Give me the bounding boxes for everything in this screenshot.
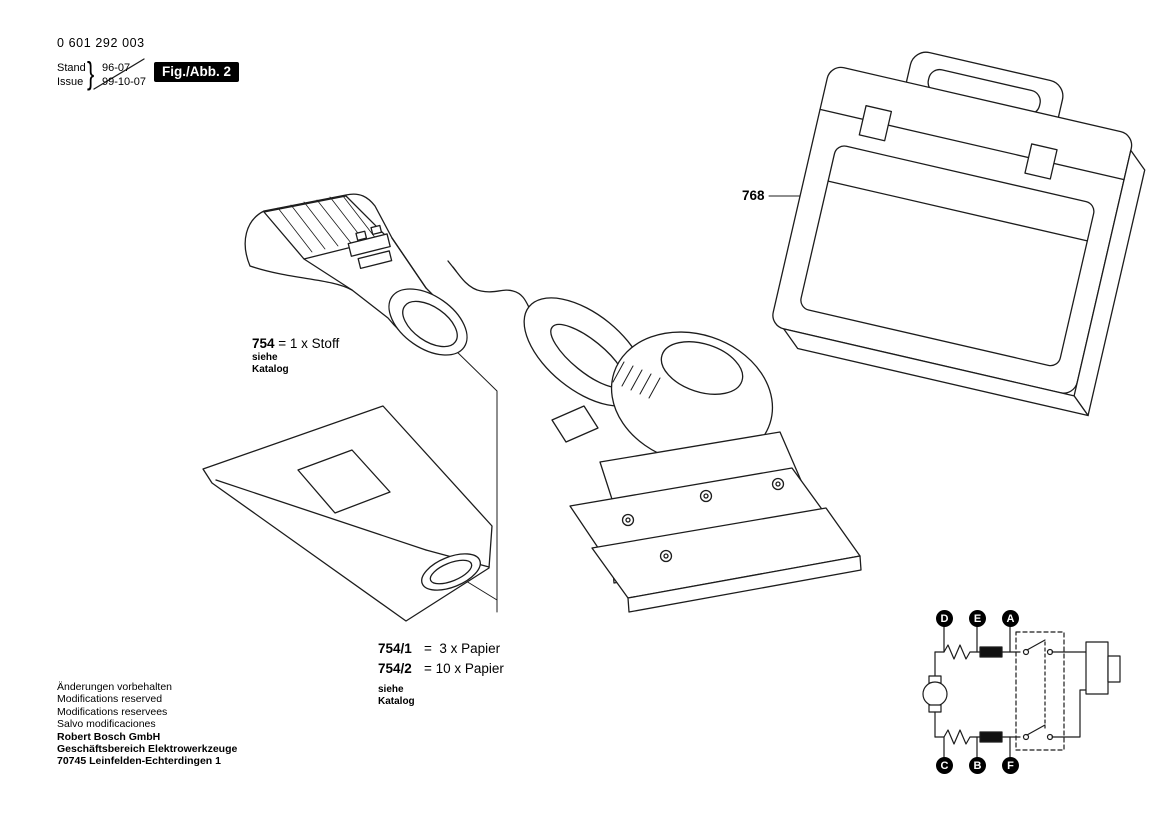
- footer-note: Änderungen vorbehalten: [57, 681, 173, 693]
- cloth-bag-callout: 754 = 1 x Stoff siehe Katalog: [252, 335, 339, 375]
- terminal-d: D: [936, 610, 953, 627]
- issue-label: Issue: [57, 75, 84, 88]
- leader-lines: [451, 195, 802, 613]
- footer-company-line: 70745 Leinfelden-Echterdingen 1: [57, 755, 221, 768]
- revision-brace: }: [87, 56, 95, 92]
- case-latch: [1024, 143, 1058, 180]
- paper-dust-bag-drawing: [202, 405, 493, 622]
- suppressor-bottom: [979, 731, 1003, 743]
- case-ref: 768: [742, 188, 765, 203]
- paper-bag-ref-2: 754/2: [378, 661, 412, 676]
- sanding-pad: [591, 507, 862, 613]
- terminal-a: A: [1002, 610, 1019, 627]
- motor-symbol: [922, 681, 948, 707]
- case-panel: [800, 145, 1095, 367]
- figure-badge: Fig./Abb. 2: [154, 62, 239, 82]
- part-number: 0 601 292 003: [57, 36, 145, 50]
- terminal-c: C: [936, 757, 953, 774]
- paper-bag-desc-1: = 3 x Papier: [424, 641, 501, 656]
- plug-connector: [1085, 641, 1109, 695]
- footer-note: Modifications reservees: [57, 705, 168, 718]
- paper-bag-ref-1: 754/1: [378, 641, 412, 656]
- wiring-diagram: [922, 626, 1121, 758]
- revision-values: 96-07 99-10-07: [102, 62, 146, 89]
- issue-value: 99-10-07: [102, 75, 147, 88]
- switch-box: [1015, 631, 1065, 751]
- resistor-bottom: [934, 729, 981, 745]
- case-bottom: [783, 328, 1089, 417]
- footer-company-line: Robert Bosch GmbH: [57, 730, 161, 743]
- sander-drawing: [447, 260, 862, 613]
- bag-adapter: [347, 224, 393, 270]
- footer-company-line: Geschäftsbereich Elektrowerkzeuge: [57, 743, 238, 756]
- footer-note: Modifications reserved: [57, 693, 163, 706]
- stand-label: Stand: [57, 62, 86, 74]
- resistor-top: [934, 644, 981, 660]
- carrying-case-drawing: [772, 51, 1146, 417]
- terminal-b: B: [969, 757, 986, 774]
- cloth-bag-see-2: Katalog: [252, 363, 289, 375]
- case-latch: [858, 105, 893, 142]
- stand-value: 96-07: [102, 62, 131, 74]
- paper-bag-desc-2: = 10 x Papier: [424, 661, 504, 676]
- paper-bag-see-2: Katalog: [378, 695, 415, 707]
- suppressor-top: [979, 646, 1003, 658]
- cloth-dust-bag-drawing: [244, 193, 468, 356]
- cloth-bag-desc: = 1 x Stoff: [274, 336, 340, 351]
- footer-legal: Änderungen vorbehalten Modifications res…: [57, 681, 237, 768]
- dust-port: [551, 405, 599, 443]
- paper-bag-hole: [421, 553, 481, 591]
- paper-bag-see-1: siehe: [378, 684, 404, 695]
- terminal-f: F: [1002, 757, 1019, 774]
- cloth-bag-ref: 754: [252, 336, 275, 351]
- bag-outlet: [388, 288, 468, 356]
- vent-slots: [612, 361, 661, 399]
- footer-note: Salvo modificaciones: [57, 718, 156, 731]
- cloth-bag-see-1: siehe: [252, 352, 278, 363]
- revision-block: Stand Issue: [57, 62, 86, 89]
- paper-bag-callout: 754/1 = 3 x Papier 754/2 = 10 x Papier sie…: [378, 640, 504, 707]
- plate-screws: [621, 477, 785, 563]
- strikethrough-mark: [93, 58, 145, 90]
- terminal-e: E: [969, 610, 986, 627]
